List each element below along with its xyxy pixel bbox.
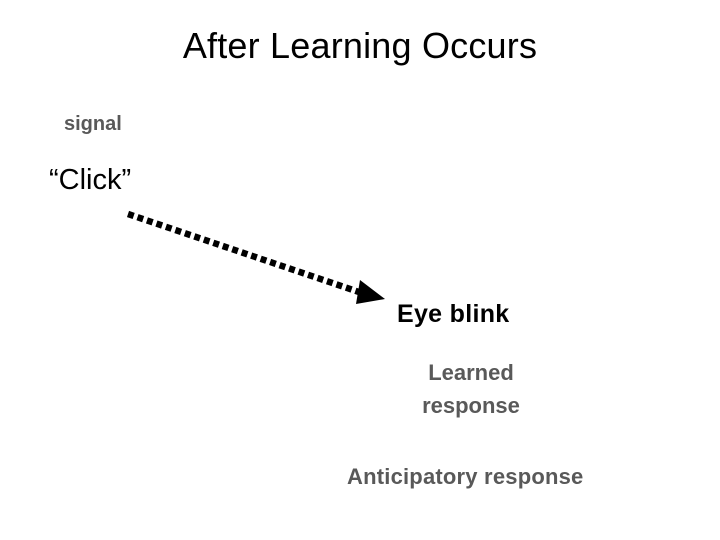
signal-label: signal bbox=[64, 113, 122, 135]
response-label-eye-blink: Eye blink bbox=[397, 300, 510, 328]
page-title: After Learning Occurs bbox=[182, 25, 538, 66]
learned-response-line-2: response bbox=[422, 393, 520, 419]
arrow-shaft bbox=[126, 210, 364, 297]
dotted-arrow-icon bbox=[126, 210, 385, 304]
learned-response-caption: Learned response bbox=[381, 356, 561, 423]
anticipatory-response-note: Anticipatory response bbox=[347, 464, 584, 489]
learned-response-line-1: Learned bbox=[428, 360, 514, 385]
arrow-head bbox=[356, 280, 385, 304]
stimulus-label-click: “Click” bbox=[49, 164, 132, 196]
